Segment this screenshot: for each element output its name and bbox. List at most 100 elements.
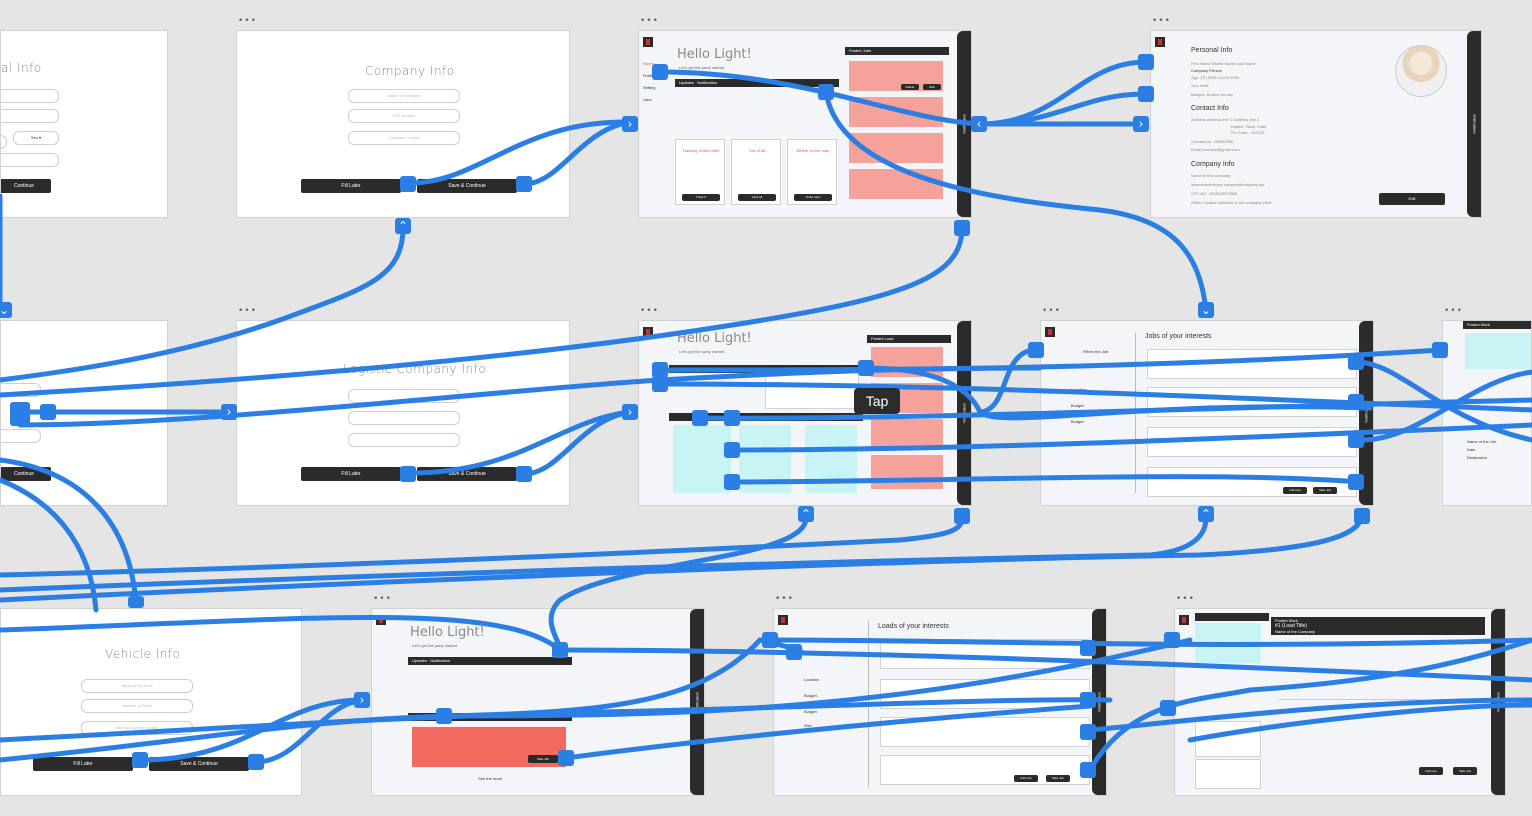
side-item-jobs[interactable]: Jobs (643, 97, 651, 102)
stat-card[interactable]: Tracking of this order Track It (675, 139, 725, 205)
company-name-field[interactable]: Name of company (348, 89, 460, 103)
call-now-button[interactable]: Call now (1283, 487, 1307, 494)
job-row[interactable] (1147, 387, 1357, 417)
load-row[interactable] (880, 639, 1090, 669)
frame-menu-icon[interactable]: ••• (238, 310, 250, 313)
connector-handle[interactable] (954, 508, 970, 524)
frame-menu-icon[interactable]: ••• (238, 20, 250, 23)
side-item-profile[interactable]: Profile (643, 73, 654, 78)
work-card[interactable] (1195, 721, 1261, 757)
fill-later-button[interactable]: Fill Later (33, 757, 133, 771)
notification-rail[interactable]: Notification (1491, 609, 1505, 795)
frame-menu-icon[interactable]: ••• (1444, 310, 1456, 313)
order-now-button[interactable]: Order Now (794, 194, 832, 201)
side-item-setting[interactable]: Setting (643, 85, 655, 90)
chevron-right-icon[interactable]: › (221, 404, 237, 420)
see-more-link[interactable]: See the more (478, 776, 502, 781)
job-card[interactable] (849, 169, 943, 199)
notification-rail[interactable]: Notification (690, 609, 704, 795)
tab-updates[interactable]: Updates (679, 80, 694, 85)
call-now-button[interactable]: Call now (1419, 767, 1443, 775)
delete-button[interactable]: Delete (901, 84, 919, 90)
chevron-right-icon[interactable]: › (1133, 116, 1149, 132)
stat-card[interactable]: List of all View All (731, 139, 781, 205)
frame-menu-icon[interactable]: ••• (1152, 20, 1164, 23)
work-card[interactable] (1465, 333, 1532, 369)
take-job-button[interactable]: Take Job (1453, 767, 1477, 775)
load-card[interactable] (871, 455, 943, 489)
input-field[interactable] (348, 433, 460, 447)
input-field[interactable] (0, 89, 59, 103)
connector-handle[interactable] (128, 596, 144, 608)
input-field[interactable] (0, 109, 59, 123)
tab-notification[interactable]: Notification (430, 658, 450, 663)
input-field[interactable] (348, 389, 460, 403)
track-button[interactable]: Track It (682, 194, 720, 201)
notification-rail[interactable]: Notification (1092, 609, 1106, 795)
connector-handle[interactable] (1354, 508, 1370, 524)
frame-menu-icon[interactable]: ••• (1042, 310, 1054, 313)
work-card[interactable] (1195, 623, 1261, 663)
job-row[interactable] (1147, 427, 1357, 457)
notification-rail[interactable]: Notification (957, 31, 971, 217)
chevron-down-icon[interactable]: ⌄ (0, 302, 12, 318)
connector-handle[interactable] (954, 220, 970, 236)
chevron-right-icon[interactable]: › (354, 692, 370, 708)
side-item-home[interactable]: Home (643, 61, 654, 66)
input-field[interactable] (348, 411, 460, 425)
load-row[interactable] (880, 717, 1090, 747)
frame-menu-icon[interactable]: ••• (640, 20, 652, 23)
gst-number-field[interactable]: GST Number (348, 109, 460, 123)
notification-rail[interactable]: Notification (957, 321, 971, 505)
take-job-button[interactable]: Take Job (528, 755, 558, 763)
notification-rail[interactable]: Notification (1359, 321, 1373, 505)
message-list[interactable] (765, 371, 859, 409)
take-job-button[interactable]: Take Job (1313, 487, 1337, 494)
load-card[interactable] (871, 347, 943, 377)
frame-menu-icon[interactable]: ••• (373, 598, 385, 601)
chevron-up-icon[interactable]: ⌃ (798, 506, 814, 522)
truck-number-field[interactable]: Number of Truck (81, 699, 193, 713)
save-continue-button[interactable]: Save & Continue (149, 757, 249, 771)
frame-menu-icon[interactable]: ••• (775, 598, 787, 601)
load-card[interactable] (805, 425, 857, 493)
input-field[interactable] (0, 135, 7, 149)
edit-profile-button[interactable]: Edit (1379, 193, 1445, 205)
view-all-button[interactable]: View All (738, 194, 776, 201)
tab-updates[interactable]: Updates (412, 658, 427, 663)
chevron-left-icon[interactable]: ‹ (971, 116, 987, 132)
tabs-bar[interactable]: Updates Notification (408, 657, 572, 665)
chevron-up-icon[interactable]: ⌃ (1198, 506, 1214, 522)
save-continue-button[interactable]: Save & Continue (417, 179, 517, 193)
continue-button[interactable]: Continue (0, 179, 51, 193)
truck-name-field[interactable]: Name of the truck (81, 679, 193, 693)
load-card[interactable] (739, 425, 791, 493)
chevron-right-icon[interactable]: › (622, 116, 638, 132)
tabs-bar[interactable]: Updates Notification (675, 79, 839, 87)
input-field[interactable] (0, 429, 41, 443)
work-card[interactable] (1195, 759, 1261, 789)
continue-button[interactable]: Continue (0, 467, 51, 481)
fill-later-button[interactable]: Fill Later (301, 467, 401, 481)
edit-button[interactable]: Edit (923, 84, 941, 90)
load-card[interactable] (673, 425, 731, 493)
chevron-right-icon[interactable]: › (622, 404, 638, 420)
job-card[interactable] (849, 97, 943, 127)
frame-menu-icon[interactable]: ••• (640, 310, 652, 313)
company-contact-field[interactable]: Company Contact (348, 131, 460, 145)
load-card[interactable] (871, 419, 943, 449)
input-field[interactable] (0, 383, 41, 397)
chevron-up-icon[interactable]: ⌃ (395, 218, 411, 234)
chevron-down-icon[interactable]: ⌄ (1198, 302, 1214, 318)
input-field[interactable] (0, 153, 59, 167)
save-continue-button[interactable]: Save & Continue (417, 467, 517, 481)
frame-menu-icon[interactable]: ••• (1176, 598, 1188, 601)
notification-rail[interactable]: Notification (1467, 31, 1481, 217)
tab-notification[interactable]: Notification (697, 80, 717, 85)
take-job-button[interactable]: Take Job (1046, 775, 1070, 782)
job-card[interactable] (849, 133, 943, 163)
license-number-field[interactable]: Mileting License number (81, 721, 193, 735)
sex-dropdown[interactable]: Sex ▾ (13, 131, 59, 145)
profile-avatar[interactable] (1395, 45, 1447, 97)
call-now-button[interactable]: Call now (1014, 775, 1038, 782)
